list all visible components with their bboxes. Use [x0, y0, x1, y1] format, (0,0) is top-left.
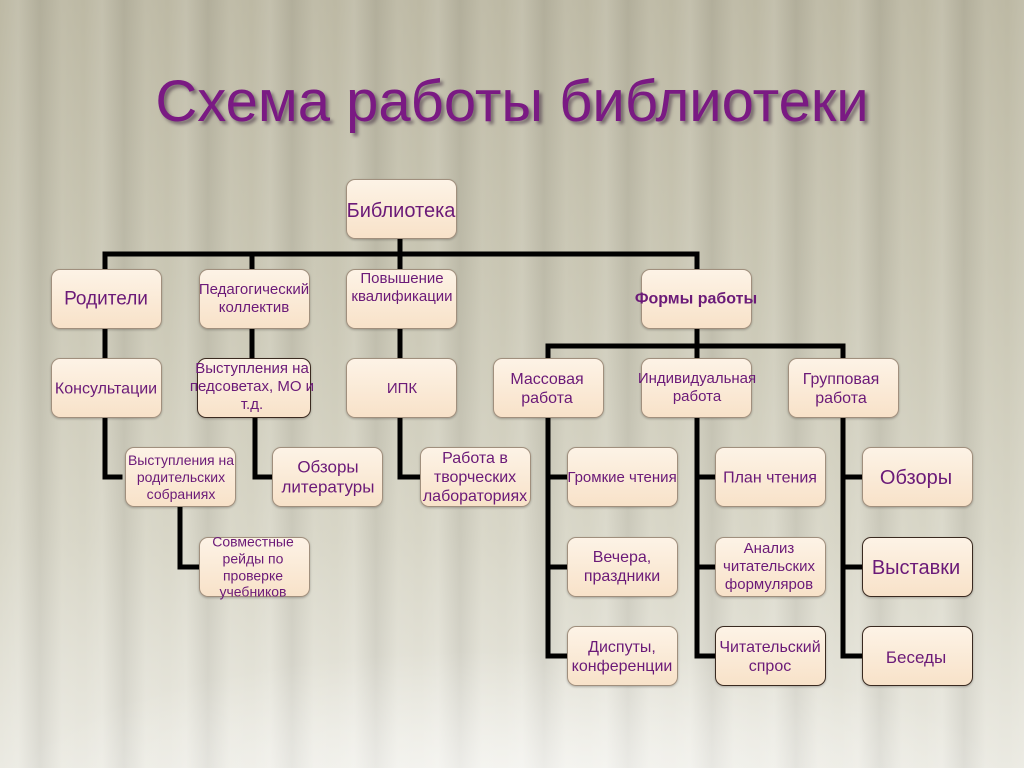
- box-creative-labs: [420, 447, 531, 507]
- box-group-work: [788, 358, 899, 418]
- box-reviews: [862, 447, 973, 507]
- node-qualification: Повышение квалификации: [351, 270, 453, 305]
- node-individual-work: Индивидуальная работа: [637, 370, 757, 405]
- box-form-analysis: [715, 537, 826, 597]
- node-forms: Формы работы: [634, 290, 758, 308]
- box-exhibitions: [862, 537, 973, 597]
- box-literature-reviews: [272, 447, 383, 507]
- box-joint-raids: [199, 537, 310, 597]
- box-parents: [51, 269, 162, 329]
- node-evenings: Вечера, праздники: [583, 548, 661, 585]
- node-literature-reviews: Обзоры литературы: [281, 457, 375, 497]
- node-speeches-parents: Выступления на родительских собраниях: [127, 451, 235, 502]
- box-loud-reading: [567, 447, 678, 507]
- node-group-work: Групповая работа: [802, 370, 880, 407]
- node-speeches-councils: Выступления на педсоветах, МО и т.д.: [189, 360, 315, 413]
- box-speeches-councils: [197, 358, 311, 418]
- box-qualification: [346, 269, 457, 329]
- box-reading-plan: [715, 447, 826, 507]
- node-exhibitions: Выставки: [871, 557, 961, 579]
- box-reader-demand: [715, 626, 826, 686]
- box-pedagogical: [199, 269, 310, 329]
- node-library: Библиотека: [346, 200, 456, 222]
- node-mass-work: Массовая работа: [510, 370, 584, 407]
- node-ipk: ИПК: [386, 380, 418, 397]
- box-speeches-parents: [125, 447, 236, 507]
- box-talks: [862, 626, 973, 686]
- box-individual-work: [641, 358, 752, 418]
- node-form-analysis: Анализ читательских формуляров: [723, 540, 815, 593]
- box-evenings: [567, 537, 678, 597]
- box-mass-work: [493, 358, 604, 418]
- node-loud-reading: Громкие чтения: [567, 469, 677, 486]
- box-library: [346, 179, 457, 239]
- node-consultations: Консультации: [54, 380, 158, 398]
- node-talks: Беседы: [885, 647, 947, 667]
- box-debates: [567, 626, 678, 686]
- node-creative-labs: Работа в творческих лабораториях: [422, 450, 528, 506]
- node-parents: Родители: [64, 288, 148, 310]
- page-title: Схема работы библиотеки: [155, 69, 869, 134]
- node-joint-raids: Совместные рейды по проверке учебников: [212, 533, 294, 600]
- node-reader-demand: Читательский спрос: [719, 638, 821, 675]
- node-debates: Диспуты, конференции: [571, 638, 673, 675]
- node-pedagogical: Педагогический коллектив: [198, 281, 310, 316]
- node-reviews: Обзоры: [879, 467, 953, 489]
- box-forms: [641, 269, 752, 329]
- box-consultations: [51, 358, 162, 418]
- node-reading-plan: План чтения: [723, 469, 817, 487]
- box-ipk: [346, 358, 457, 418]
